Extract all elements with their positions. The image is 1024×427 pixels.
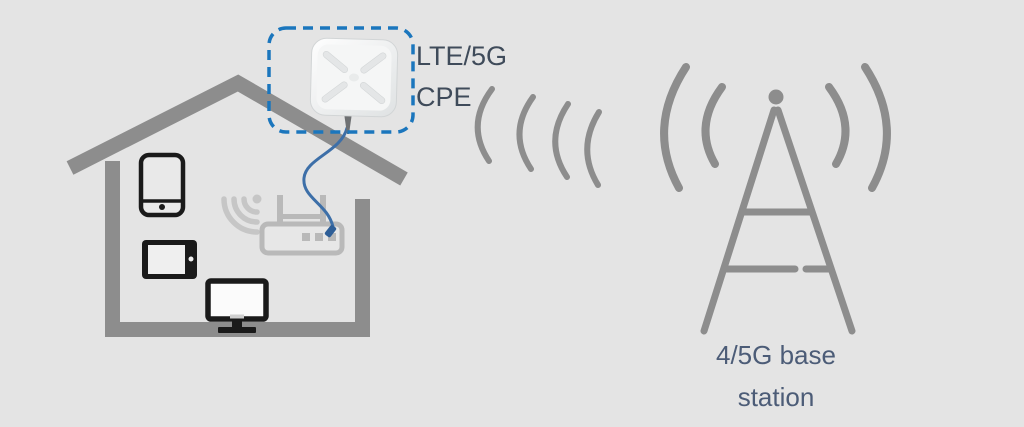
desktop-computer-icon [205, 278, 269, 333]
tablet-icon [142, 240, 197, 279]
cpe-label-line1: LTE/5G [416, 41, 508, 71]
cpe-label-line2: CPE [416, 82, 472, 112]
cpe-antenna-icon [309, 37, 399, 134]
base-station-label-line1: 4/5G base [716, 340, 836, 370]
router-icon [259, 195, 345, 256]
base-station-tower-icon [660, 63, 891, 335]
ethernet-cable [302, 126, 349, 238]
cpe-highlight-box [267, 26, 415, 134]
smartphone-icon [138, 152, 186, 218]
wifi-signal-icon [221, 194, 262, 235]
signal-waves-icon [474, 86, 602, 188]
base-station-label-line2: station [737, 382, 815, 412]
